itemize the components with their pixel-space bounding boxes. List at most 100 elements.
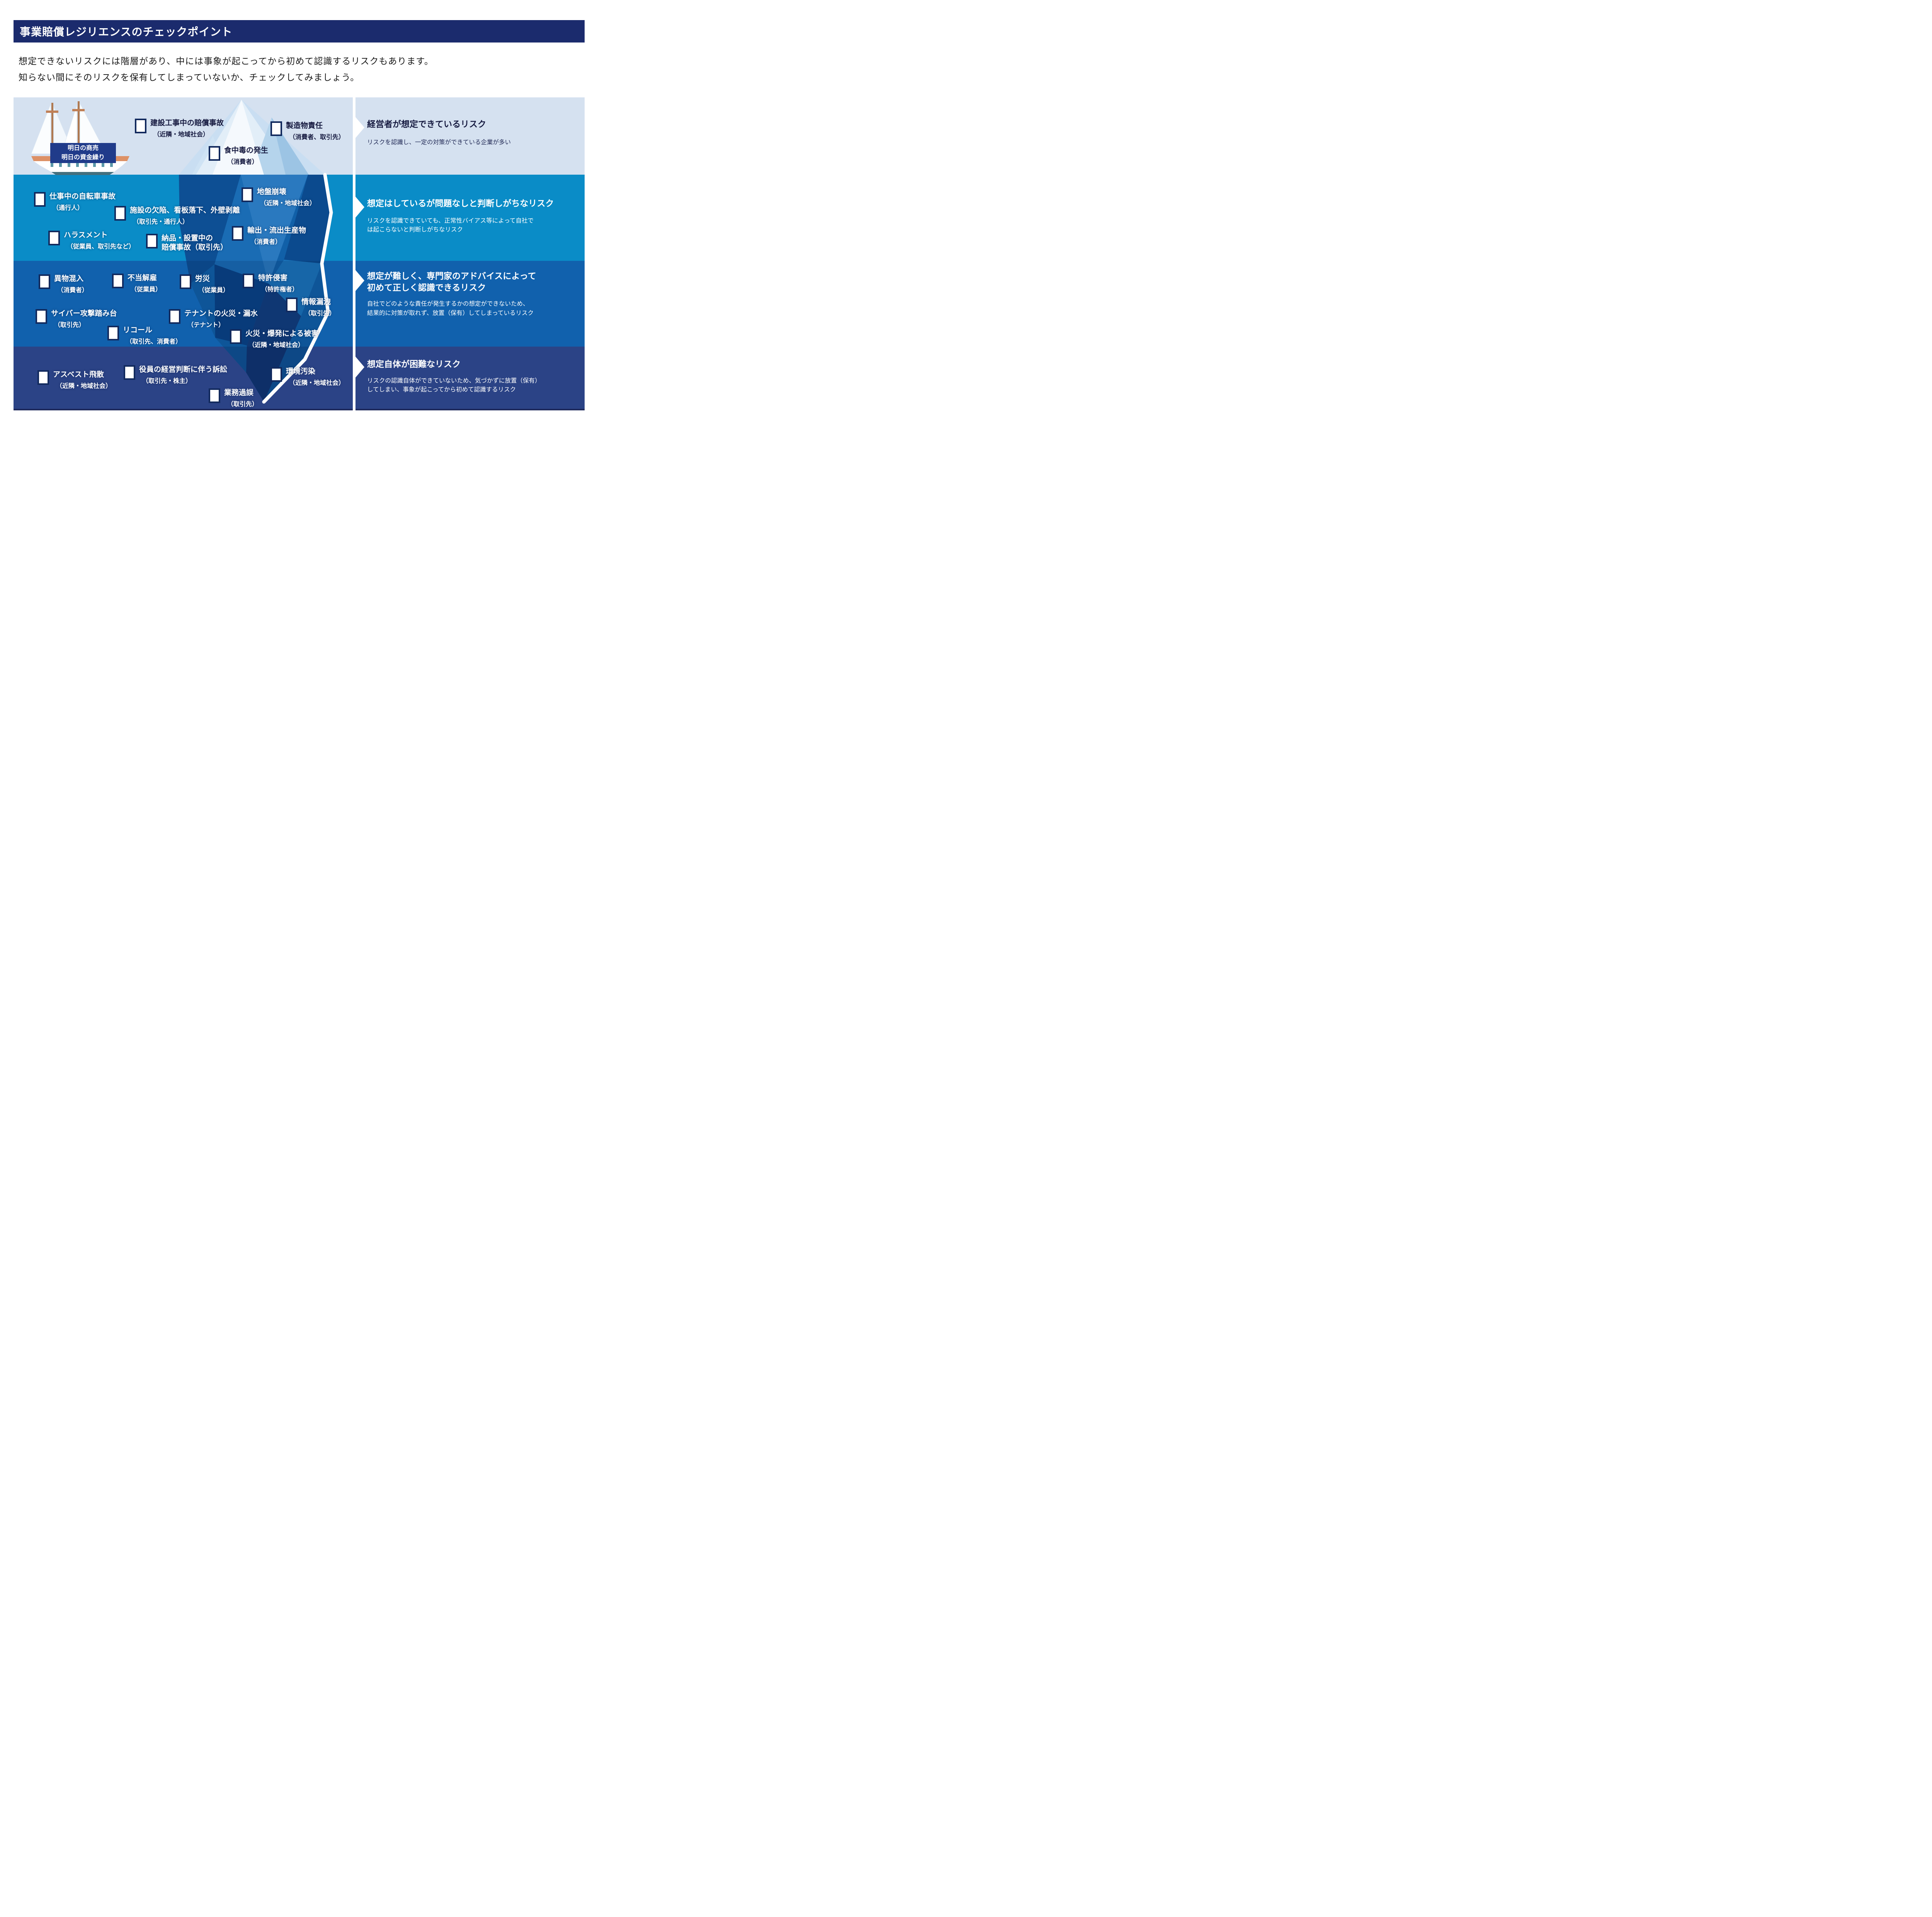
risk-checkbox[interactable] (232, 226, 243, 241)
risk-checkbox[interactable] (286, 298, 298, 312)
risk-item: 地盤崩壊 （近隣・地域社会） (242, 187, 316, 207)
iceberg-risk-diagram: 明日の商売 明日の資金繰り 建設工事中の賠償事故（近隣・地域社会） 製造物責任（… (14, 97, 585, 410)
risk-target: （通行人） (53, 204, 84, 211)
panel-desc: してしまい、事象が起こってから初めて認識するリスク (367, 386, 516, 393)
panel-heading: 想定自体が困難なリスク (367, 359, 461, 369)
risk-checkbox[interactable] (180, 274, 191, 289)
risk-checkbox[interactable] (107, 326, 119, 340)
risk-checkbox[interactable] (124, 365, 135, 380)
panel-deepest-risk: 想定自体が困難なリスク リスクの認識自体ができていないため、気づかずに放置（保有… (367, 359, 582, 394)
chevron-right-icon (355, 270, 364, 291)
panel-desc: 結果的に対策が取れず、放置（保有）してしまっているリスク (367, 310, 534, 316)
risk-checkbox[interactable] (209, 146, 220, 161)
risk-item: 役員の経営判断に伴う訴訟（取引先・株主） (124, 365, 227, 385)
risk-item: 火災・爆発による被害（近隣・地域社会） (230, 329, 318, 349)
risk-title: 業務過誤 (224, 389, 254, 397)
ship-illustration (28, 100, 133, 175)
risk-item: 納品・設置中の賠償事故（取引先） (146, 234, 228, 252)
panel-desc: リスクを認識できていても、正常性バイアス等によって自社で (367, 217, 534, 224)
risk-item: 環境汚染 （近隣・地域社会） (270, 367, 345, 387)
risk-checkbox[interactable] (243, 274, 254, 288)
risk-target: （従業員、取引先など） (67, 243, 135, 250)
risk-target: （従業員） (131, 286, 162, 293)
risk-target: （取引先、消費者） (126, 338, 182, 345)
title-bar: 事業賠償レジリエンスのチェックポイント (14, 20, 585, 43)
risk-title: アスベスト飛散 (53, 371, 104, 379)
risk-item: 製造物責任 （消費者、取引先） (270, 121, 345, 141)
risk-target: （消費者） (57, 287, 88, 294)
risk-target: （取引先・通行人） (133, 218, 189, 225)
risk-title: 情報漏洩 (301, 298, 331, 306)
risk-title: 建設工事中の賠償事故 (150, 119, 224, 127)
panel-desc: リスクを認識し、一定の対策ができている企業が多い (367, 139, 511, 146)
risk-checkbox[interactable] (37, 370, 49, 385)
risk-target: （消費者、取引先） (289, 134, 345, 141)
risk-title: 製造物責任 (286, 122, 323, 130)
intro-line-1: 想定できないリスクには階層があり、中には事象が起こってから初めて認識するリスクも… (19, 56, 434, 66)
risk-checkbox[interactable] (114, 206, 126, 221)
panel-heading: 初めて正しく認識できるリスク (367, 282, 486, 293)
panel-surface-risk: 経営者が想定できているリスク リスクを認識し、一定の対策ができている企業が多い (367, 119, 582, 147)
risk-checkbox[interactable] (270, 367, 282, 382)
risk-checkbox[interactable] (112, 274, 124, 288)
risk-item: 仕事中の自転車事故 （通行人） (34, 192, 116, 212)
risk-checkbox[interactable] (209, 388, 220, 403)
risk-title: 輸出・流出生産物 (247, 226, 306, 235)
risk-item: 異物混入 （消費者） (39, 274, 88, 294)
risk-checkbox[interactable] (169, 309, 180, 324)
risk-title: 環境汚染 (286, 367, 316, 376)
risk-item: 施設の欠陥、看板落下、外壁剥離 （取引先・通行人） (114, 206, 240, 226)
risk-title: ハラスメント (64, 231, 108, 239)
risk-target: （近隣・地域社会） (260, 200, 316, 207)
risk-checkbox[interactable] (48, 231, 60, 245)
risk-checkbox[interactable] (242, 187, 253, 202)
risk-title: 仕事中の自転車事故 (49, 192, 116, 201)
panel-desc: リスクの認識自体ができていないため、気づかずに放置（保有） (367, 377, 541, 384)
risk-item: サイバー攻撃踏み台 （取引先） (36, 309, 117, 329)
panel-desc: は起こらないと判断しがちなリスク (367, 226, 463, 233)
risk-title: 地盤崩壊 (257, 188, 287, 196)
risk-item: 食中毒の発生（消費者） (209, 146, 268, 166)
panel-heading: 想定はしているが問題なしと判断しがちなリスク (367, 199, 554, 208)
risk-checkbox[interactable] (270, 121, 282, 136)
page-title: 事業賠償レジリエンスのチェックポイント (20, 26, 233, 38)
risk-target: （近隣・地域社会） (289, 379, 345, 386)
risk-target: （消費者） (227, 158, 259, 165)
risk-item: テナントの火災・漏水（テナント） (169, 309, 258, 329)
intro-line-2: 知らない間にそのリスクを保有してしまっていないか、チェックしてみましょう。 (19, 72, 360, 82)
intro-text: 想定できないリスクには階層があり、中には事象が起こってから初めて認識するリスクも… (19, 53, 434, 86)
ship-banner: 明日の商売 明日の資金繰り (50, 143, 116, 163)
risk-title: サイバー攻撃踏み台 (51, 310, 117, 318)
risk-item: 不当解雇（従業員） (112, 274, 162, 293)
diagram-bottom-border (14, 409, 585, 410)
risk-title: リコール (123, 326, 153, 334)
chevron-right-icon (355, 117, 364, 138)
risk-title: 施設の欠陥、看板落下、外壁剥離 (130, 206, 240, 214)
risk-checkbox[interactable] (34, 192, 46, 207)
panel-deep-risk: 想定が難しく、専門家のアドバイスによって 初めて正しく認識できるリスク 自社でど… (367, 270, 582, 318)
risk-checkbox[interactable] (135, 119, 146, 133)
risk-item: 輸出・流出生産物（消費者） (232, 226, 306, 246)
banner-line-2: 明日の資金繰り (61, 154, 105, 161)
risk-item: 業務過誤 （取引先） (209, 388, 258, 408)
chevron-right-icon (355, 197, 364, 218)
risk-title: 異物混入 (54, 275, 84, 283)
risk-item: 特許侵害（特許権者） (243, 274, 298, 293)
panel-heading: 想定が難しく、専門家のアドバイスによって (367, 271, 536, 281)
risk-checkbox[interactable] (230, 329, 242, 344)
risk-title: 労災 (195, 275, 210, 283)
risk-checkbox[interactable] (146, 234, 158, 248)
panel-divider (353, 97, 355, 410)
risk-checkbox[interactable] (39, 274, 50, 289)
risk-target: （取引先） (304, 310, 336, 317)
risk-item: 建設工事中の賠償事故（近隣・地域社会） (135, 119, 224, 138)
risk-checkbox[interactable] (36, 309, 47, 324)
risk-item: リコール （取引先、消費者） (107, 326, 182, 345)
risk-target: （近隣・地域社会） (56, 383, 112, 390)
risk-target: （テナント） (187, 321, 225, 328)
risk-target: （特許権者） (261, 286, 299, 293)
risk-target: （取引先） (227, 401, 259, 408)
risk-target: （取引先） (54, 321, 85, 328)
risk-item: アスベスト飛散 （近隣・地域社会） (37, 370, 112, 390)
risk-target: （従業員） (198, 287, 230, 294)
